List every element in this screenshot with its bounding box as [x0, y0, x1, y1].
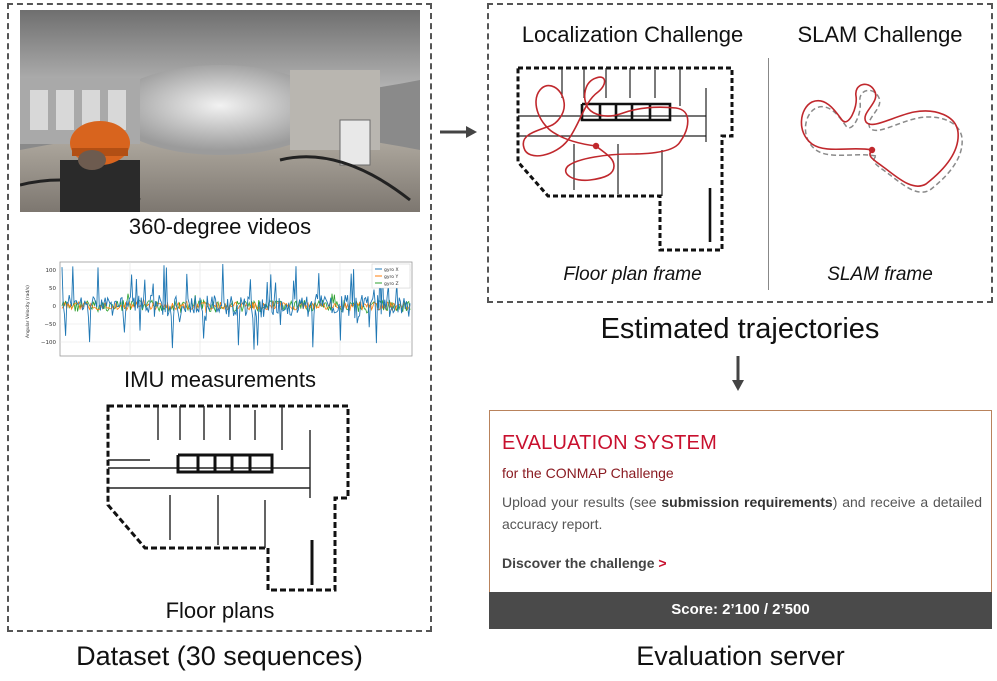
- imu-ytick: 100: [46, 268, 57, 274]
- imu-ytick: 0: [53, 304, 57, 310]
- slam-start-point: [868, 146, 876, 154]
- imu-ylabel: Angular Velocity (rad/s): [25, 285, 31, 338]
- imu-caption: IMU measurements: [124, 367, 316, 392]
- localization-challenge-title: Localization Challenge: [521, 22, 744, 47]
- evaluation-subtitle: for the CONMAP Challenge: [502, 465, 674, 481]
- floor-plan-image: [100, 400, 360, 600]
- desc-text-post: ) and receive a detailed accuracy report…: [502, 494, 982, 532]
- legend-gyro-x: gyro X: [384, 267, 399, 273]
- dataset-label: Dataset (30 sequences): [76, 641, 363, 671]
- slam-frame-caption: SLAM frame: [827, 264, 933, 285]
- evaluation-title: EVALUATION SYSTEM: [502, 432, 717, 454]
- video-caption: 360-degree videos: [128, 214, 312, 239]
- trajectories-panel: [487, 3, 993, 303]
- chevron-right-icon: >: [658, 555, 667, 571]
- dataset-panel: [7, 3, 432, 632]
- score-text: Score: 2’100 / 2’500: [671, 601, 810, 618]
- legend-gyro-z: gyro Z: [384, 281, 399, 287]
- panel-divider: [768, 58, 769, 290]
- desc-text-pre: Upload your results (see: [502, 494, 662, 510]
- discover-challenge-link[interactable]: Discover the challenge >: [502, 555, 667, 571]
- imu-ytick: 50: [49, 286, 56, 292]
- evaluation-description: Upload your results (see submission requ…: [502, 491, 982, 535]
- slam-estimated-path: [800, 83, 959, 187]
- imu-ytick: −50: [44, 322, 56, 328]
- score-bar: [489, 592, 992, 629]
- trajectories-label: Estimated trajectories: [600, 313, 880, 345]
- imu-ytick: −100: [41, 340, 57, 346]
- imu-legend: gyro X gyro Y gyro Z: [371, 263, 411, 289]
- video-thumbnail-360: [20, 10, 420, 212]
- gyro-x-series: [61, 263, 411, 350]
- discover-label: Discover the challenge: [502, 555, 655, 571]
- localization-trajectory-plot: [510, 62, 750, 258]
- slam-ground-truth-path: [804, 89, 963, 193]
- floorplan-caption: Floor plans: [165, 598, 275, 623]
- legend-gyro-y: gyro Y: [384, 274, 398, 280]
- arrow-down-icon: [732, 356, 744, 391]
- trajectory-start-point: [592, 142, 600, 150]
- floor-plan-frame-caption: Floor plan frame: [563, 264, 702, 285]
- localization-trajectory-path: [522, 76, 689, 182]
- slam-challenge-title: SLAM Challenge: [797, 22, 963, 47]
- submission-requirements-link[interactable]: submission requirements: [661, 494, 833, 510]
- imu-plot: 100 50 0 −50 −100 Angular Velocity (rad/…: [20, 258, 420, 368]
- arrow-right-icon: [440, 126, 477, 138]
- evaluation-server-label: Evaluation server: [636, 641, 845, 671]
- slam-trajectory-plot: [790, 78, 975, 208]
